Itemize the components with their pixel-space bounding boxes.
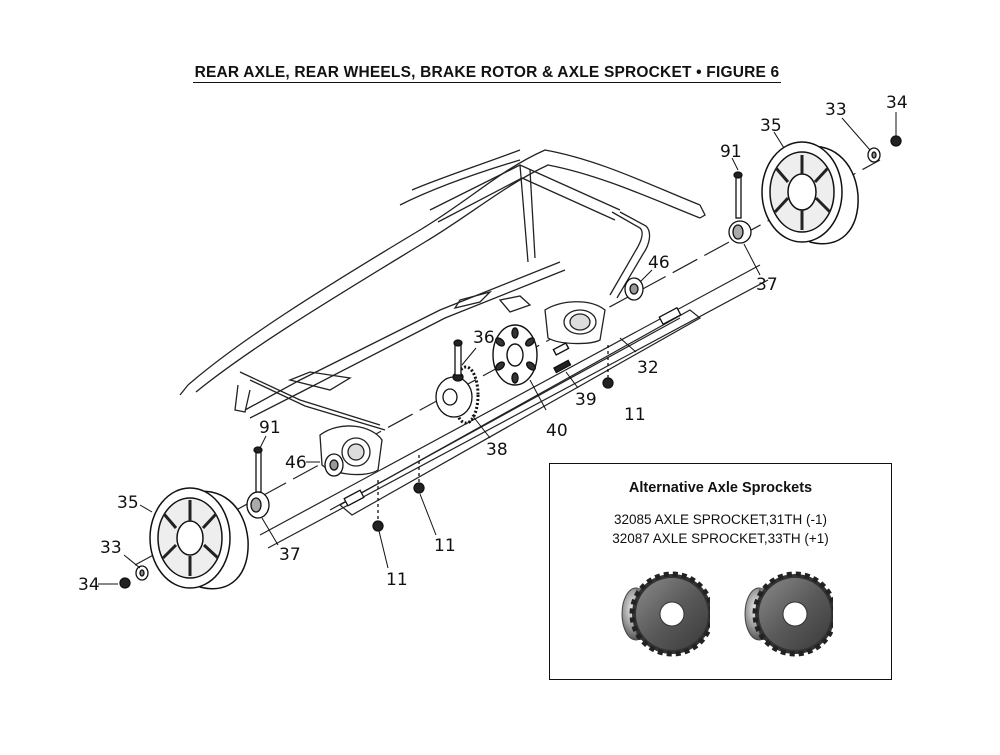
alternative-sprocket-31th: 32085 AXLE SPROCKET,31TH (-1) bbox=[613, 512, 828, 527]
callout-35-right: 35 bbox=[760, 116, 782, 136]
right-bearing-bracket bbox=[544, 301, 606, 345]
callout-35-left: 35 bbox=[117, 493, 139, 513]
callout-37-right: 37 bbox=[756, 275, 778, 295]
brake-rotor-hub bbox=[492, 324, 572, 386]
callout-34-right: 34 bbox=[886, 93, 908, 113]
callout-37-left: 37 bbox=[279, 545, 301, 565]
sprocket-photo-33th bbox=[744, 571, 833, 657]
callout-46-right: 46 bbox=[648, 253, 670, 273]
callout-91-left: 91 bbox=[259, 418, 281, 438]
rear-wheel-right bbox=[761, 141, 859, 245]
page-title-text: REAR AXLE, REAR WHEELS, BRAKE ROTOR & AX… bbox=[192, 64, 782, 83]
axle-sprocket bbox=[435, 339, 480, 425]
rear-wheel-left bbox=[149, 487, 249, 590]
alternative-sprockets-box: Alternative Axle Sprockets 32085 AXLE SP… bbox=[549, 463, 892, 680]
callout-11-lower: 11 bbox=[434, 536, 456, 556]
page-title: REAR AXLE, REAR WHEELS, BRAKE ROTOR & AX… bbox=[0, 64, 974, 83]
hardware-parts bbox=[119, 135, 902, 589]
alternative-sprockets-heading: Alternative Axle Sprockets bbox=[628, 480, 813, 496]
kart-frame bbox=[179, 149, 706, 431]
callout-labels: 91 35 33 34 37 46 36 32 39 11 40 38 91 4… bbox=[78, 93, 908, 595]
callout-46-left: 46 bbox=[285, 453, 307, 473]
callout-40: 40 bbox=[546, 421, 568, 441]
callout-32: 32 bbox=[637, 358, 659, 378]
callout-91-right: 91 bbox=[720, 142, 742, 162]
callout-33-left: 33 bbox=[100, 538, 122, 558]
callout-33-right: 33 bbox=[825, 100, 847, 120]
callout-36: 36 bbox=[473, 328, 495, 348]
callout-11-mid: 11 bbox=[624, 405, 646, 425]
callout-11-bottom: 11 bbox=[386, 570, 408, 590]
callout-leaders bbox=[98, 112, 897, 585]
alternative-sprocket-33th: 32087 AXLE SPROCKET,33TH (+1) bbox=[612, 531, 829, 546]
callout-39: 39 bbox=[575, 390, 597, 410]
sprocket-photo-31th bbox=[621, 571, 710, 657]
callout-34-left: 34 bbox=[78, 575, 100, 595]
callout-38: 38 bbox=[486, 440, 508, 460]
